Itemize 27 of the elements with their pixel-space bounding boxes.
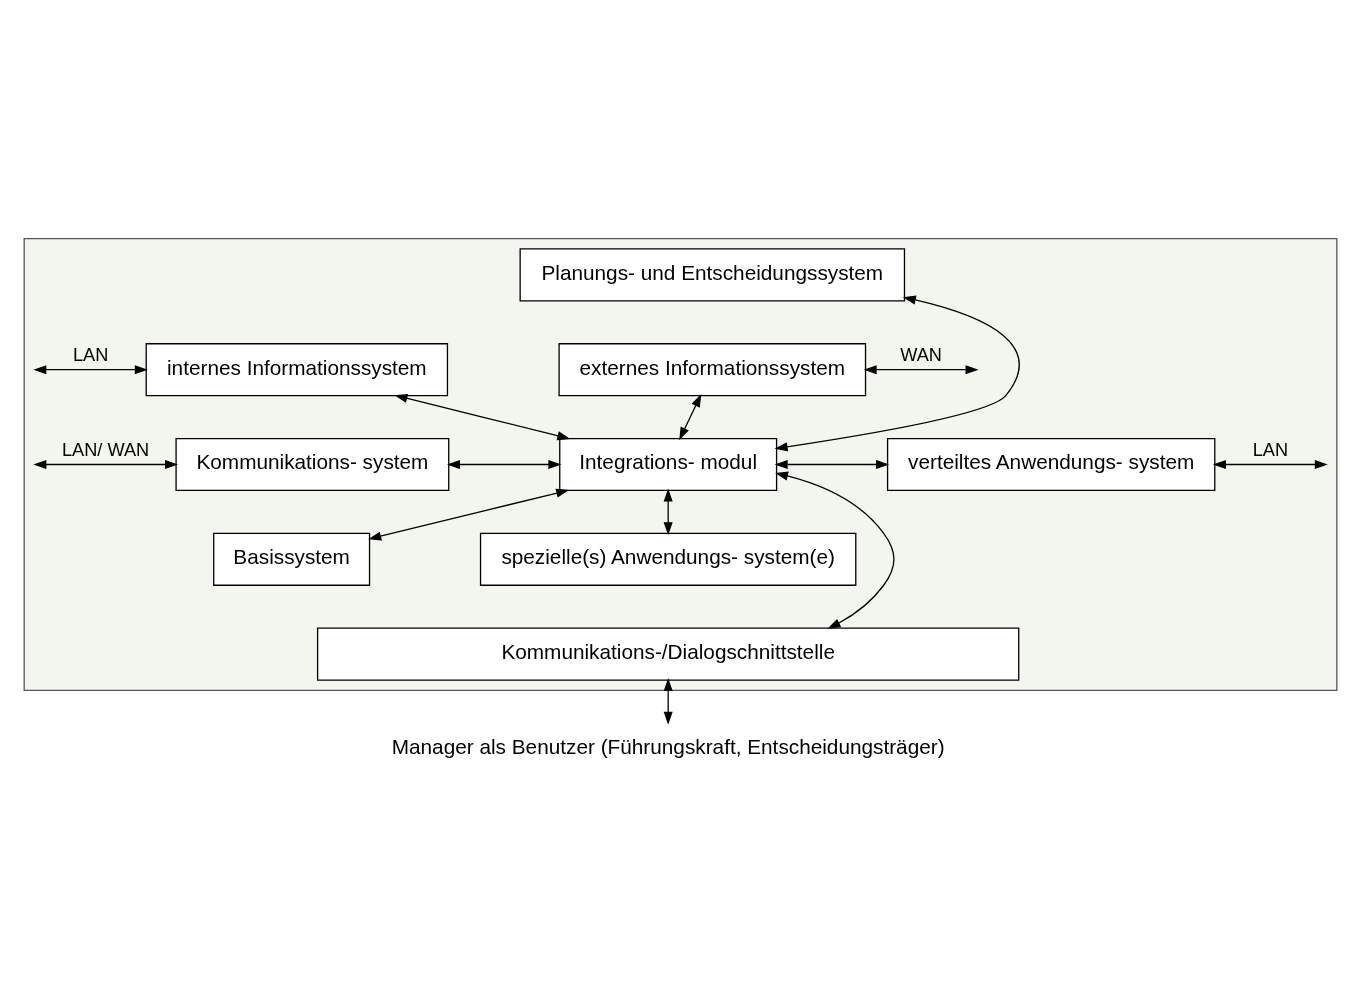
- node-box: verteiltes Anwendungs- system: [886, 437, 1216, 492]
- arrow: [774, 459, 890, 470]
- arrow: [663, 678, 673, 725]
- arrow: [33, 459, 179, 470]
- arrow: [863, 365, 979, 375]
- arrow: [368, 488, 570, 541]
- arrow: [679, 393, 702, 441]
- node-box: Integrations- modul: [559, 437, 778, 492]
- arrow: [394, 393, 571, 441]
- node-box: Kommunikations-/Dialogschnittstelle: [316, 627, 1020, 681]
- node-box: Planungs- und Entscheidungssystem: [519, 248, 906, 302]
- arrow: [1212, 459, 1328, 470]
- node-text: Manager als Benutzer (Führungskraft, Entscheidungsträger): [391, 734, 945, 758]
- node-box: internes Informationssystem: [145, 343, 449, 397]
- arrow: [775, 471, 895, 629]
- edge-label: LAN: [1252, 439, 1289, 460]
- node-box: externes Informationssystem: [558, 343, 867, 397]
- arrow: [663, 488, 673, 536]
- node-box: Basissystem: [213, 532, 371, 586]
- edge-label: LAN: [72, 344, 109, 365]
- edge-label: WAN: [900, 344, 942, 365]
- arrow: [447, 459, 562, 470]
- node-box: spezielle(s) Anwendungs- system(e): [479, 532, 857, 586]
- arrow: [33, 365, 148, 375]
- edge-label: LAN/ WAN: [62, 439, 150, 460]
- arrow: [774, 295, 1020, 452]
- node-box: Kommunikations- system: [175, 437, 450, 492]
